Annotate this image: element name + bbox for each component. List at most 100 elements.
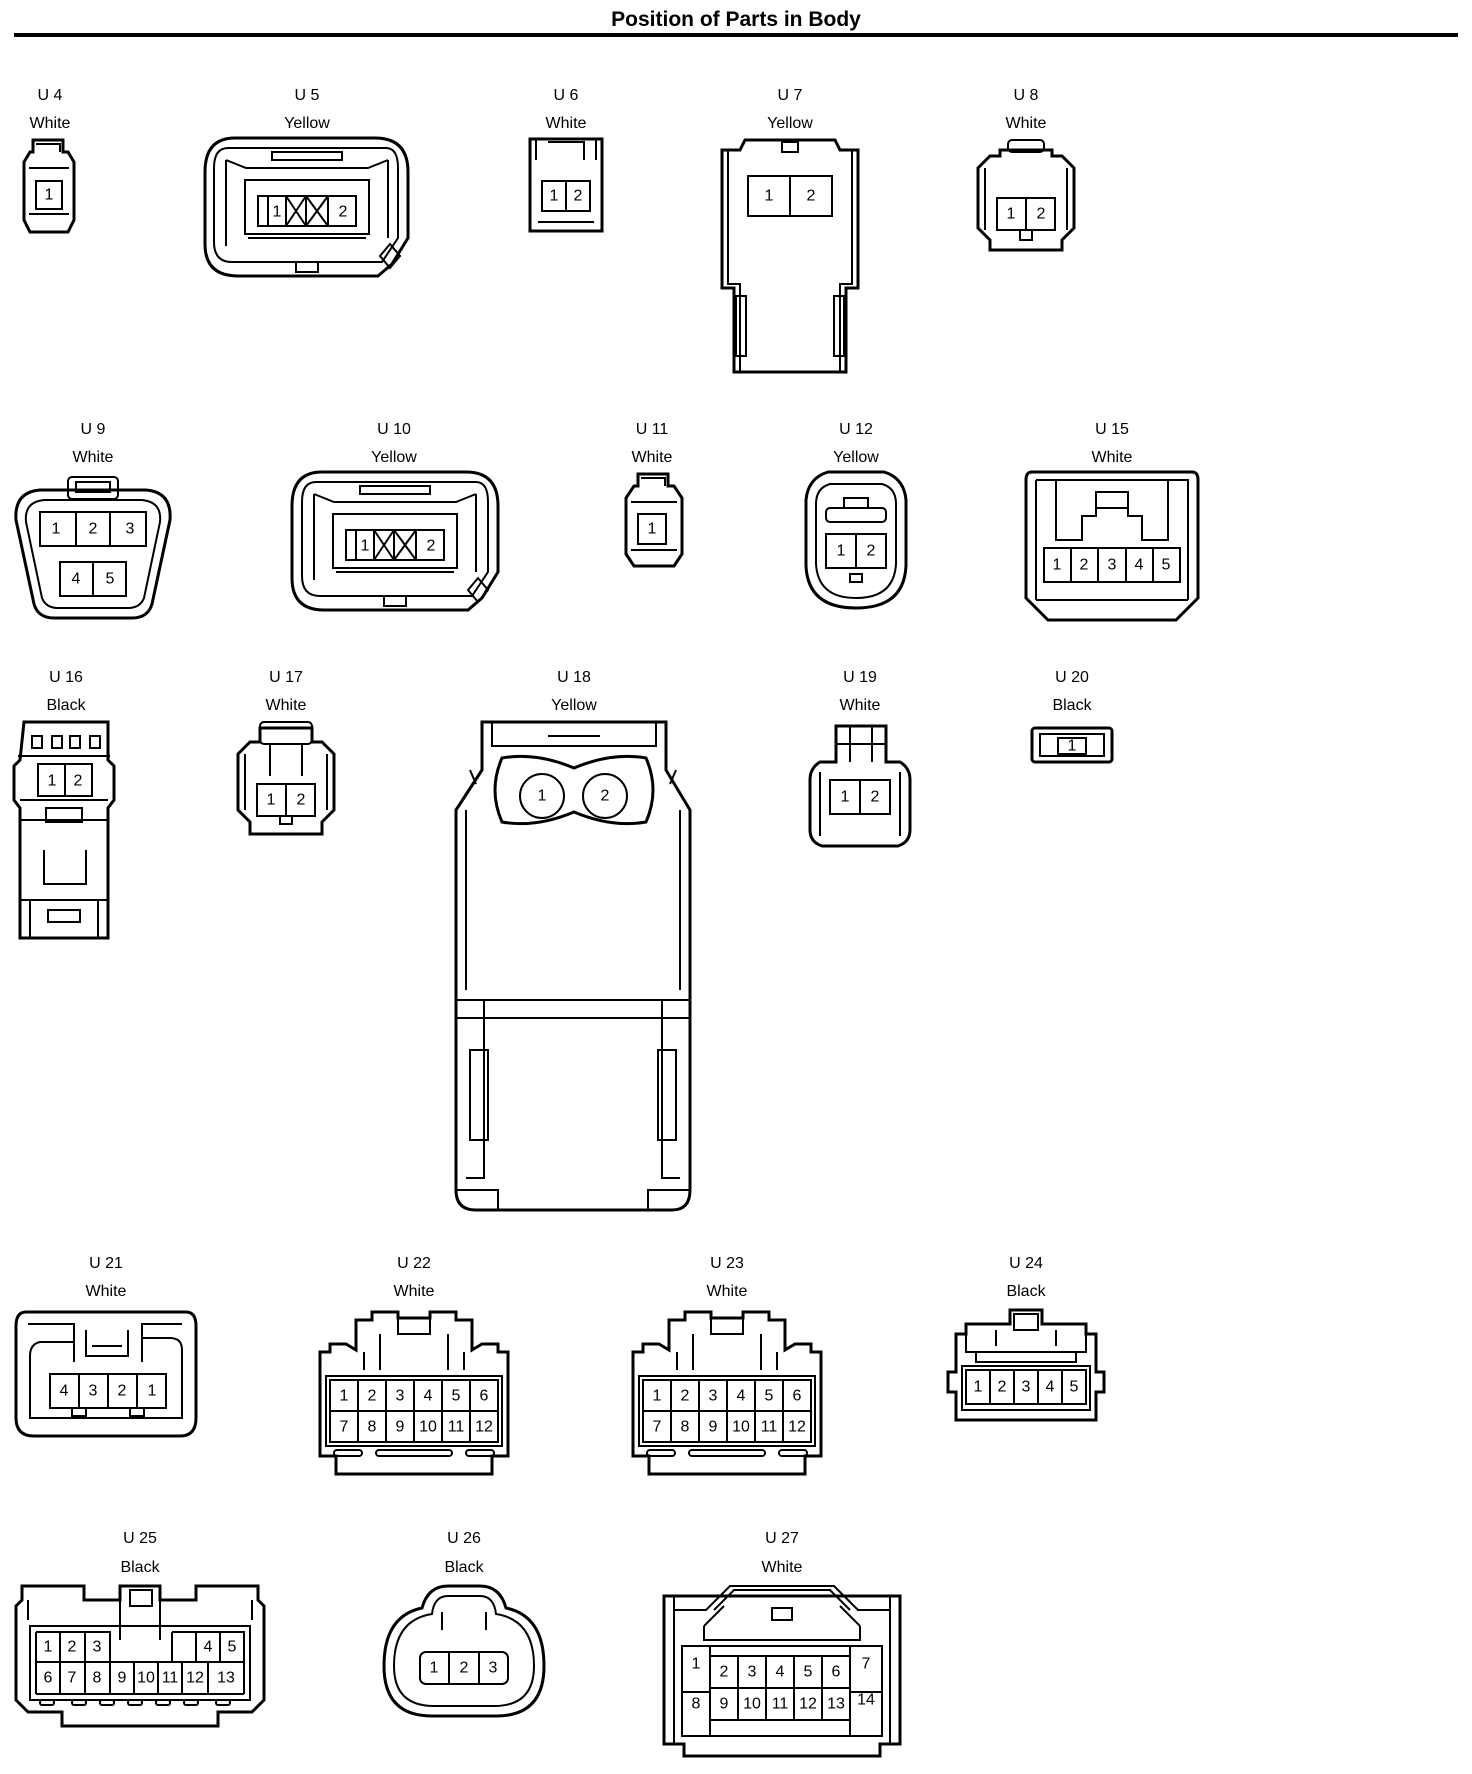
pin-label: 1	[44, 1639, 53, 1656]
connector-id: U 20	[1055, 669, 1089, 686]
pin-label: 1	[361, 538, 370, 555]
connector-id: U 4	[38, 87, 63, 104]
pin-label: 8	[692, 1696, 701, 1713]
connector-u18: U 18 Yellow 1 2	[454, 669, 692, 1212]
pin-label: 4	[204, 1639, 213, 1656]
connector-u11: U 11 White 1	[624, 421, 684, 568]
connector-color: Yellow	[284, 115, 330, 132]
pin-label: 2	[1080, 557, 1089, 574]
pin-label: 1	[267, 792, 276, 809]
pin-label: 3	[93, 1639, 102, 1656]
connector-color: White	[1006, 115, 1047, 132]
pin-label: 12	[186, 1670, 204, 1687]
pin-label: 5	[1162, 557, 1171, 574]
connector-u6: U 6 White 1 2	[528, 87, 604, 233]
connector-id: U 12	[839, 421, 873, 438]
connector-color: White	[1092, 449, 1133, 466]
pin-label: 12	[475, 1419, 493, 1436]
pin-label: 3	[489, 1660, 498, 1677]
pin-label: 2	[681, 1388, 690, 1405]
pin-label: 3	[709, 1388, 718, 1405]
pin-label: 1	[430, 1660, 439, 1677]
connector-color: Black	[1006, 1283, 1046, 1300]
pin-label: 8	[93, 1670, 102, 1687]
pin-label: 2	[720, 1664, 729, 1681]
connector-id: U 22	[397, 1255, 431, 1272]
pin-label: 3	[1022, 1379, 1031, 1396]
pin-label: 1	[692, 1656, 701, 1673]
pin-label: 6	[44, 1670, 53, 1687]
connector-u24: U 24 Black 1 2 3 4 5	[946, 1255, 1106, 1422]
pin-label: 6	[480, 1388, 489, 1405]
pin-label: 1	[648, 521, 657, 538]
pin-label: 2	[574, 188, 583, 205]
connector-color: White	[632, 449, 673, 466]
connector-color: Yellow	[833, 449, 879, 466]
connector-u4: U 4 White 1	[22, 87, 76, 234]
pin-label: 10	[137, 1670, 155, 1687]
pin-label: 8	[681, 1419, 690, 1436]
pin-label: 1	[273, 204, 282, 221]
pin-label: 4	[1135, 557, 1144, 574]
connector-u5: U 5 Yellow 1 2	[203, 87, 410, 278]
pin-label: 1	[765, 188, 774, 205]
pin-label: 1	[550, 188, 559, 205]
connector-u25: U 25 Black 1 2 3 4 5 6 7 8 9 10 11	[14, 1530, 266, 1728]
pin-label: 11	[162, 1670, 179, 1687]
pin-label: 13	[217, 1670, 235, 1687]
pin-label: 2	[339, 204, 348, 221]
pin-label: 4	[72, 571, 81, 588]
pin-label: 2	[297, 792, 306, 809]
pin-label: 12	[799, 1696, 817, 1713]
pin-label: 1	[1068, 738, 1077, 755]
pin-label: 1	[48, 773, 57, 790]
connector-id: U 9	[81, 421, 106, 438]
connector-id: U 23	[710, 1255, 744, 1272]
pin-label: 10	[732, 1419, 750, 1436]
pin-label: 5	[1070, 1379, 1079, 1396]
pin-label: 4	[737, 1388, 746, 1405]
connector-id: U 18	[557, 669, 591, 686]
connector-color: White	[546, 115, 587, 132]
connector-id: U 10	[377, 421, 411, 438]
connector-u26: U 26 Black 1 2 3	[382, 1530, 546, 1718]
pin-label: 4	[1046, 1379, 1055, 1396]
connector-u12: U 12 Yellow 1 2	[804, 421, 908, 610]
pin-label: 4	[60, 1383, 69, 1400]
pin-label: 3	[89, 1383, 98, 1400]
pin-label: 1	[148, 1383, 157, 1400]
pin-label: 1	[538, 788, 547, 805]
pin-label: 2	[871, 789, 880, 806]
connector-id: U 25	[123, 1530, 157, 1547]
pin-label: 1	[1007, 206, 1016, 223]
pin-label: 2	[601, 788, 610, 805]
connector-color: White	[266, 697, 307, 714]
pin-label: 1	[52, 521, 61, 538]
pin-label: 9	[396, 1419, 405, 1436]
pin-label: 8	[368, 1419, 377, 1436]
pin-label: 5	[452, 1388, 461, 1405]
connector-color: White	[73, 449, 114, 466]
connector-u9: U 9 White 1 2 3 4 5	[14, 421, 172, 620]
pin-label: 3	[1108, 557, 1117, 574]
pin-label: 9	[118, 1670, 127, 1687]
connector-u23: U 23 White 1 2 3 4 5 6 7 8 9 10 11 12	[631, 1255, 823, 1476]
title-rule	[14, 33, 1458, 37]
pin-label: 10	[743, 1696, 761, 1713]
connector-color: White	[840, 697, 881, 714]
connector-u17: U 17 White 1 2	[236, 669, 336, 836]
connector-color: Yellow	[371, 449, 417, 466]
pin-label: 7	[340, 1419, 349, 1436]
connector-u10: U 10 Yellow 1 2	[290, 421, 500, 612]
pin-label: 3	[126, 521, 135, 538]
pin-label: 2	[89, 521, 98, 538]
pin-label: 7	[862, 1656, 871, 1673]
connector-u15: U 15 White 1 2 3 4 5	[1024, 421, 1200, 622]
pin-label: 4	[424, 1388, 433, 1405]
pin-label: 1	[653, 1388, 662, 1405]
pin-label: 5	[106, 571, 115, 588]
pin-label: 2	[74, 773, 83, 790]
pin-label: 5	[804, 1664, 813, 1681]
pin-label: 3	[396, 1388, 405, 1405]
connector-color: Black	[120, 1559, 160, 1576]
